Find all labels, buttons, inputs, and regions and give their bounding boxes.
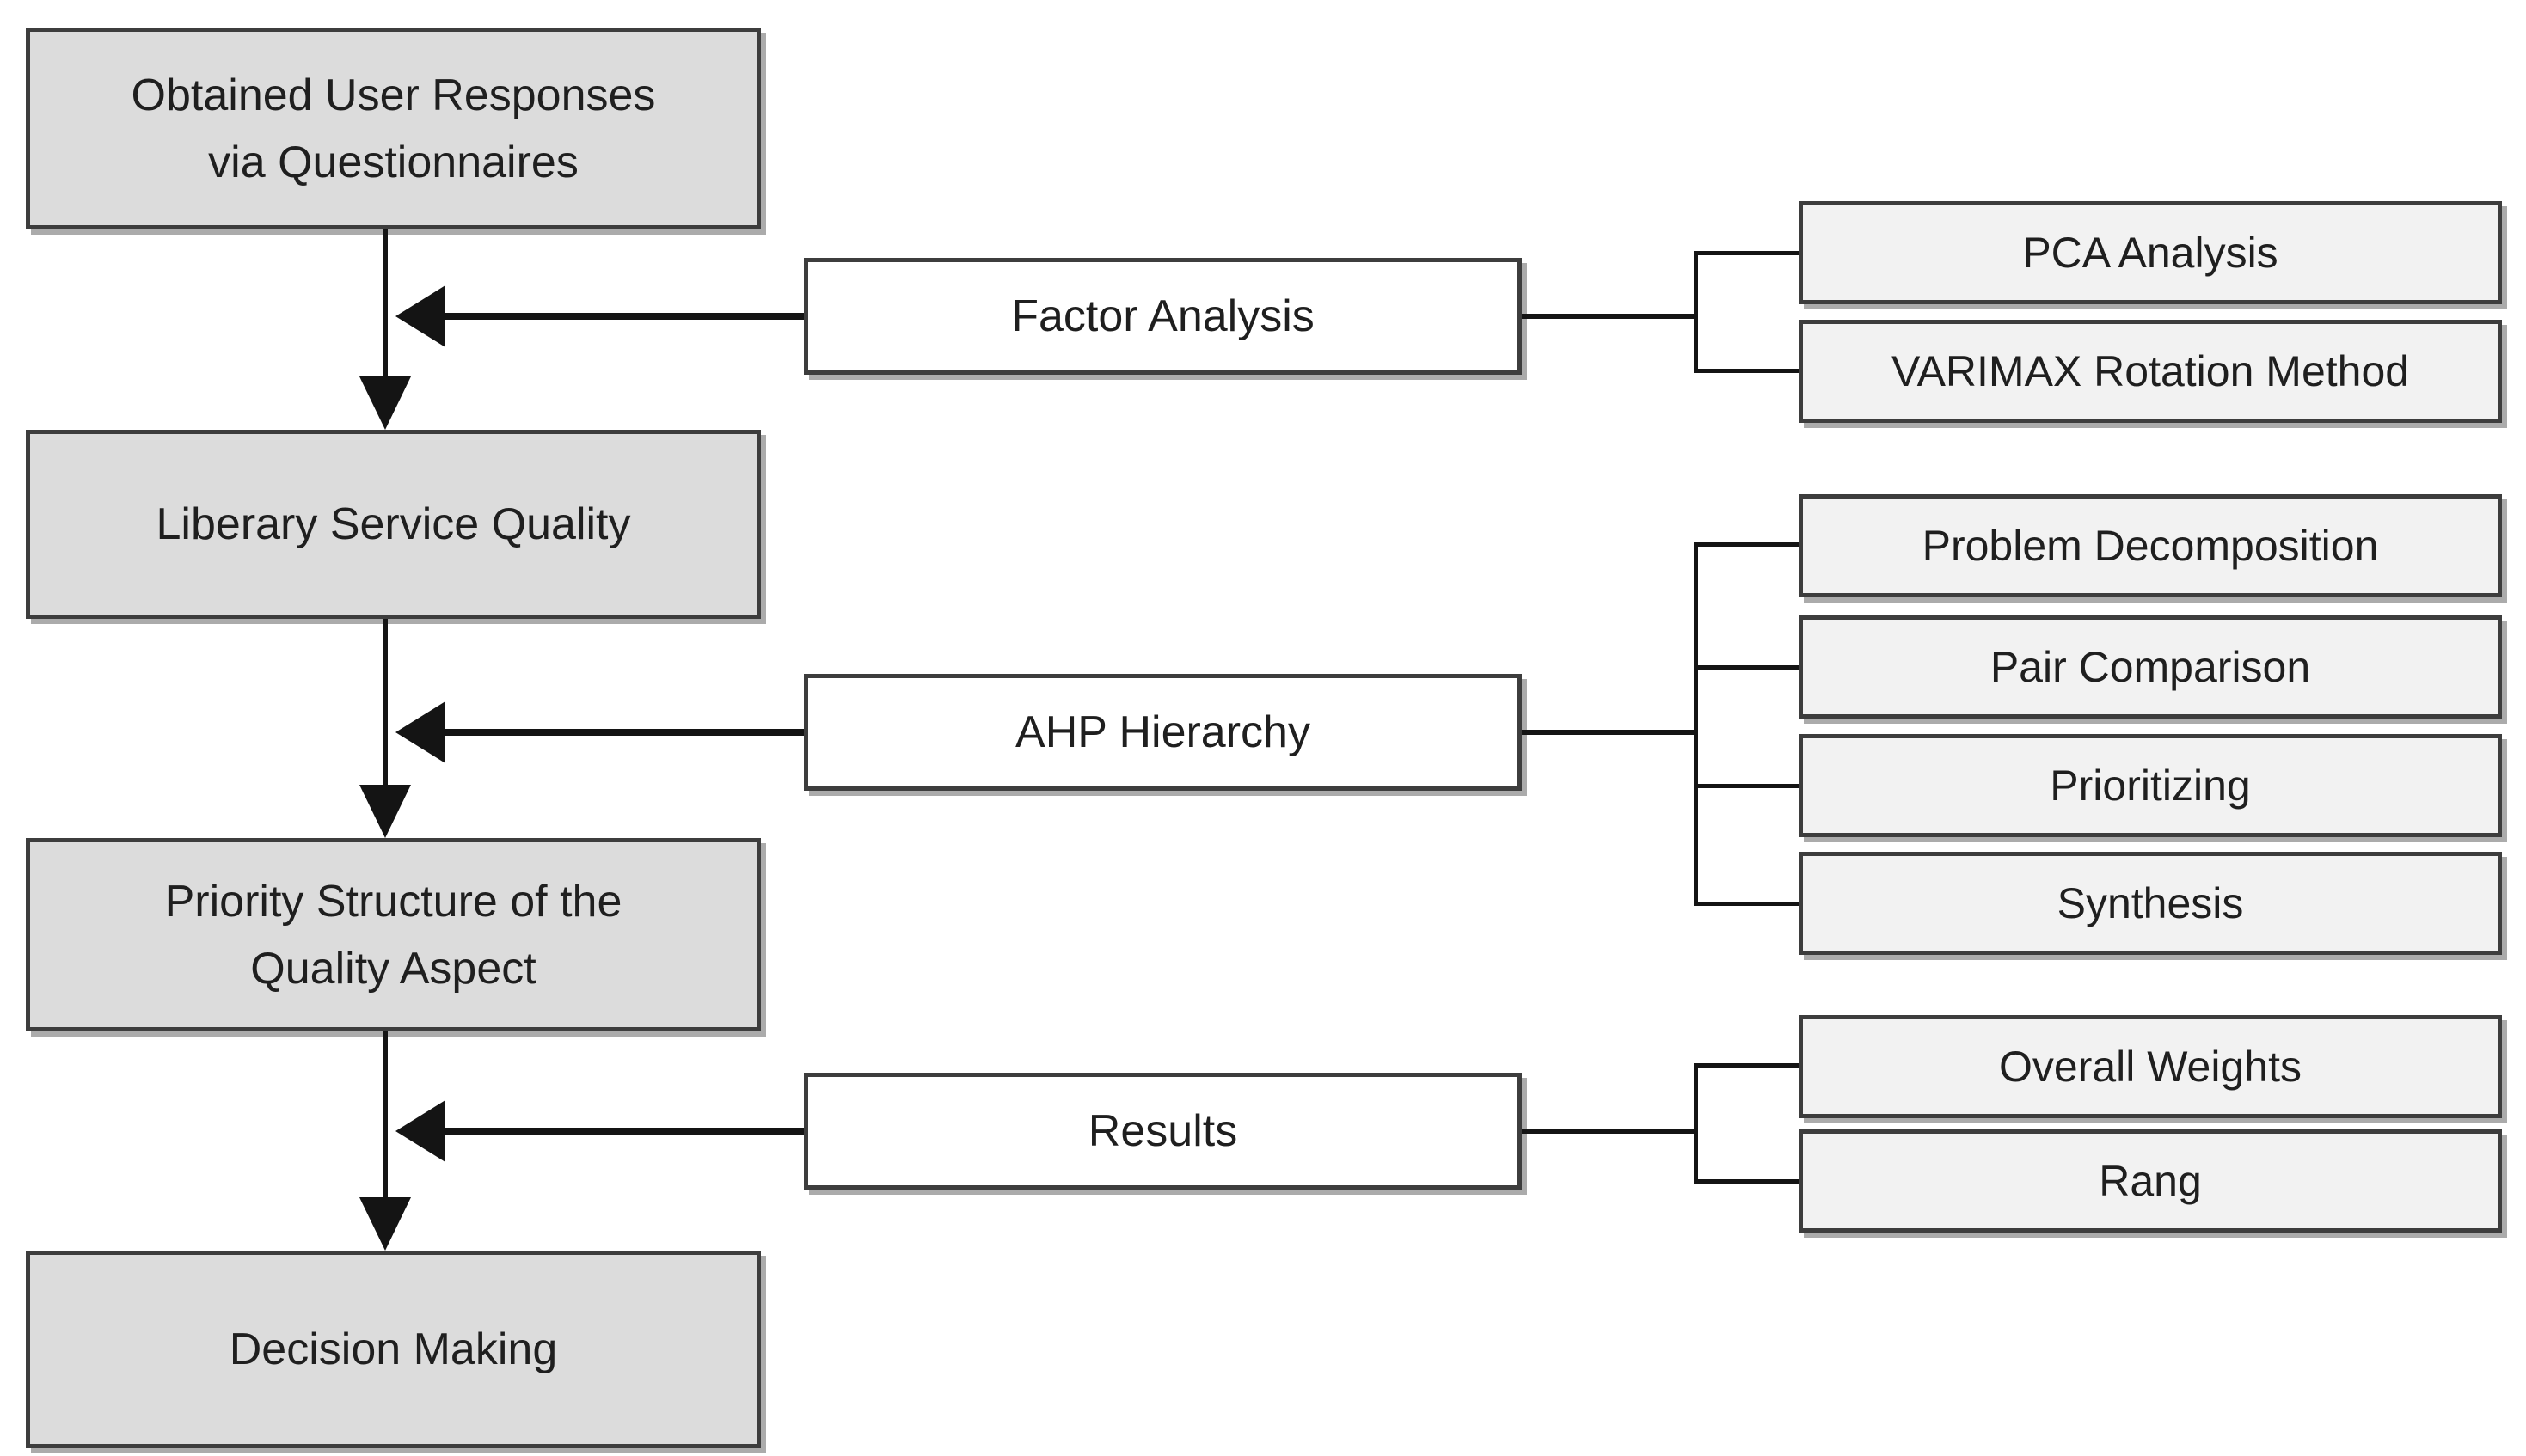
bracket-stub-problem-decomposition [1694, 542, 1799, 547]
vertical-connector-1 [383, 229, 388, 380]
detail-box-rang: Rang [1799, 1129, 2502, 1233]
detail-box-pair-comparison: Pair Comparison [1799, 615, 2502, 719]
method-box-ahp-hierarchy-label: AHP Hierarchy [1015, 707, 1310, 757]
flow-box-obtained-responses: Obtained User Responses via Questionnair… [26, 28, 761, 229]
flow-box-library-service-quality: Liberary Service Quality [26, 430, 761, 619]
bracket-stub-pair-comparison [1694, 665, 1799, 670]
right-connector-ahp-hierarchy [1522, 730, 1698, 735]
method-box-ahp-hierarchy: AHP Hierarchy [804, 674, 1522, 791]
down-arrowhead-3 [359, 1197, 411, 1251]
detail-box-problem-decomposition: Problem Decomposition [1799, 494, 2502, 597]
vertical-connector-3 [383, 1031, 388, 1201]
method-box-results: Results [804, 1073, 1522, 1190]
detail-box-varimax-rotation-method-label: VARIMAX Rotation Method [1891, 347, 2410, 395]
left-arrowhead-ahp-hierarchy [395, 701, 445, 763]
left-arrow-shaft-results [440, 1128, 804, 1135]
method-box-factor-analysis-label: Factor Analysis [1011, 291, 1315, 341]
method-box-results-label: Results [1088, 1106, 1238, 1156]
right-connector-results [1522, 1129, 1698, 1134]
detail-box-varimax-rotation-method: VARIMAX Rotation Method [1799, 320, 2502, 423]
detail-box-synthesis-label: Synthesis [2057, 879, 2244, 927]
bracket-stub-rang [1694, 1179, 1799, 1184]
detail-box-pair-comparison-label: Pair Comparison [1990, 643, 2311, 691]
bracket-line-group-3 [1694, 1063, 1698, 1184]
bracket-line-group-2 [1694, 542, 1698, 906]
flow-box-priority-structure-label: Priority Structure of the Quality Aspect [164, 876, 622, 994]
bracket-stub-varimax [1694, 369, 1799, 373]
detail-box-problem-decomposition-label: Problem Decomposition [1922, 522, 2379, 570]
down-arrowhead-1 [359, 376, 411, 430]
left-arrowhead-results [395, 1100, 445, 1162]
vertical-connector-2 [383, 619, 388, 788]
detail-box-overall-weights: Overall Weights [1799, 1015, 2502, 1118]
down-arrowhead-2 [359, 785, 411, 838]
detail-box-overall-weights-label: Overall Weights [1999, 1043, 2302, 1091]
right-connector-factor-analysis [1522, 314, 1698, 319]
flow-box-decision-making: Decision Making [26, 1251, 761, 1448]
detail-box-prioritizing-label: Prioritizing [2050, 762, 2251, 810]
left-arrow-shaft-factor-analysis [440, 313, 804, 320]
bracket-stub-overall-weights [1694, 1063, 1799, 1068]
detail-box-rang-label: Rang [2099, 1157, 2202, 1205]
bracket-stub-prioritizing [1694, 784, 1799, 788]
bracket-stub-synthesis [1694, 902, 1799, 906]
flow-box-obtained-responses-label: Obtained User Responses via Questionnair… [131, 70, 656, 187]
left-arrowhead-factor-analysis [395, 285, 445, 347]
method-box-factor-analysis: Factor Analysis [804, 258, 1522, 375]
flow-box-decision-making-label: Decision Making [229, 1324, 558, 1374]
detail-box-pca-analysis-label: PCA Analysis [2022, 229, 2278, 277]
detail-box-synthesis: Synthesis [1799, 852, 2502, 955]
flow-box-priority-structure: Priority Structure of the Quality Aspect [26, 838, 761, 1031]
detail-box-pca-analysis: PCA Analysis [1799, 201, 2502, 304]
left-arrow-shaft-ahp-hierarchy [440, 729, 804, 736]
bracket-line-group-1 [1694, 251, 1698, 373]
detail-box-prioritizing: Prioritizing [1799, 734, 2502, 837]
flow-box-library-service-quality-label: Liberary Service Quality [156, 499, 631, 549]
bracket-stub-pca-analysis [1694, 251, 1799, 255]
